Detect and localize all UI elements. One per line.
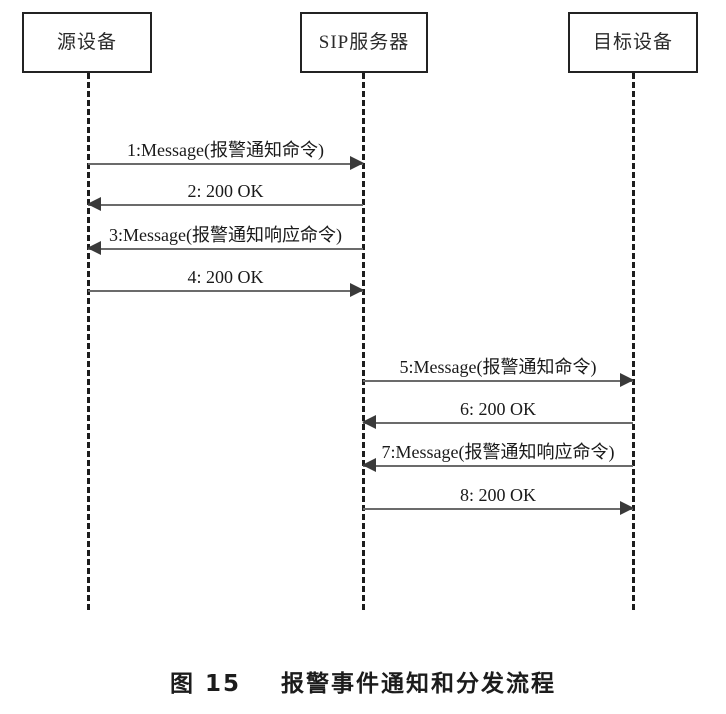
- message-1-label: 1:Message(报警通知命令): [127, 140, 324, 160]
- participant-label-source: 源设备: [56, 32, 117, 53]
- message-8-label: 8: 200 OK: [460, 485, 536, 505]
- lifeline-target: [632, 73, 635, 610]
- message-6-label: 6: 200 OK: [460, 399, 536, 419]
- message-8-line: [363, 508, 633, 510]
- message-7-line: [363, 465, 633, 467]
- message-1-line: [88, 163, 363, 165]
- participant-box-sip-server: SIP服务器: [300, 12, 428, 73]
- message-6-line: [363, 422, 633, 424]
- arrowhead-right-icon: [350, 156, 364, 170]
- message-2-label: 2: 200 OK: [187, 181, 264, 201]
- message-3-label: 3:Message(报警通知响应命令): [109, 225, 342, 245]
- arrowhead-left-icon: [87, 241, 101, 255]
- message-2-line: [88, 204, 363, 206]
- arrowhead-right-icon: [350, 283, 364, 297]
- arrowhead-left-icon: [362, 415, 376, 429]
- message-5-label: 5:Message(报警通知命令): [399, 357, 597, 377]
- message-4-line: [88, 290, 363, 292]
- message-5-line: [363, 380, 633, 382]
- arrowhead-right-icon: [620, 373, 634, 387]
- participant-box-source: 源设备: [22, 12, 152, 73]
- message-4-label: 4: 200 OK: [187, 267, 264, 287]
- message-7-label: 7:Message(报警通知响应命令): [381, 442, 615, 462]
- arrowhead-right-icon: [620, 501, 634, 515]
- lifeline-source: [87, 73, 90, 610]
- participant-box-target: 目标设备: [568, 12, 698, 73]
- lifeline-sip-server: [362, 73, 365, 610]
- arrowhead-left-icon: [87, 197, 101, 211]
- message-3-line: [88, 248, 363, 250]
- figure-caption: 图 15 报警事件通知和分发流程: [169, 671, 557, 697]
- participant-label-sip-server: SIP服务器: [318, 32, 410, 53]
- arrowhead-left-icon: [362, 458, 376, 472]
- participant-label-target: 目标设备: [592, 32, 673, 53]
